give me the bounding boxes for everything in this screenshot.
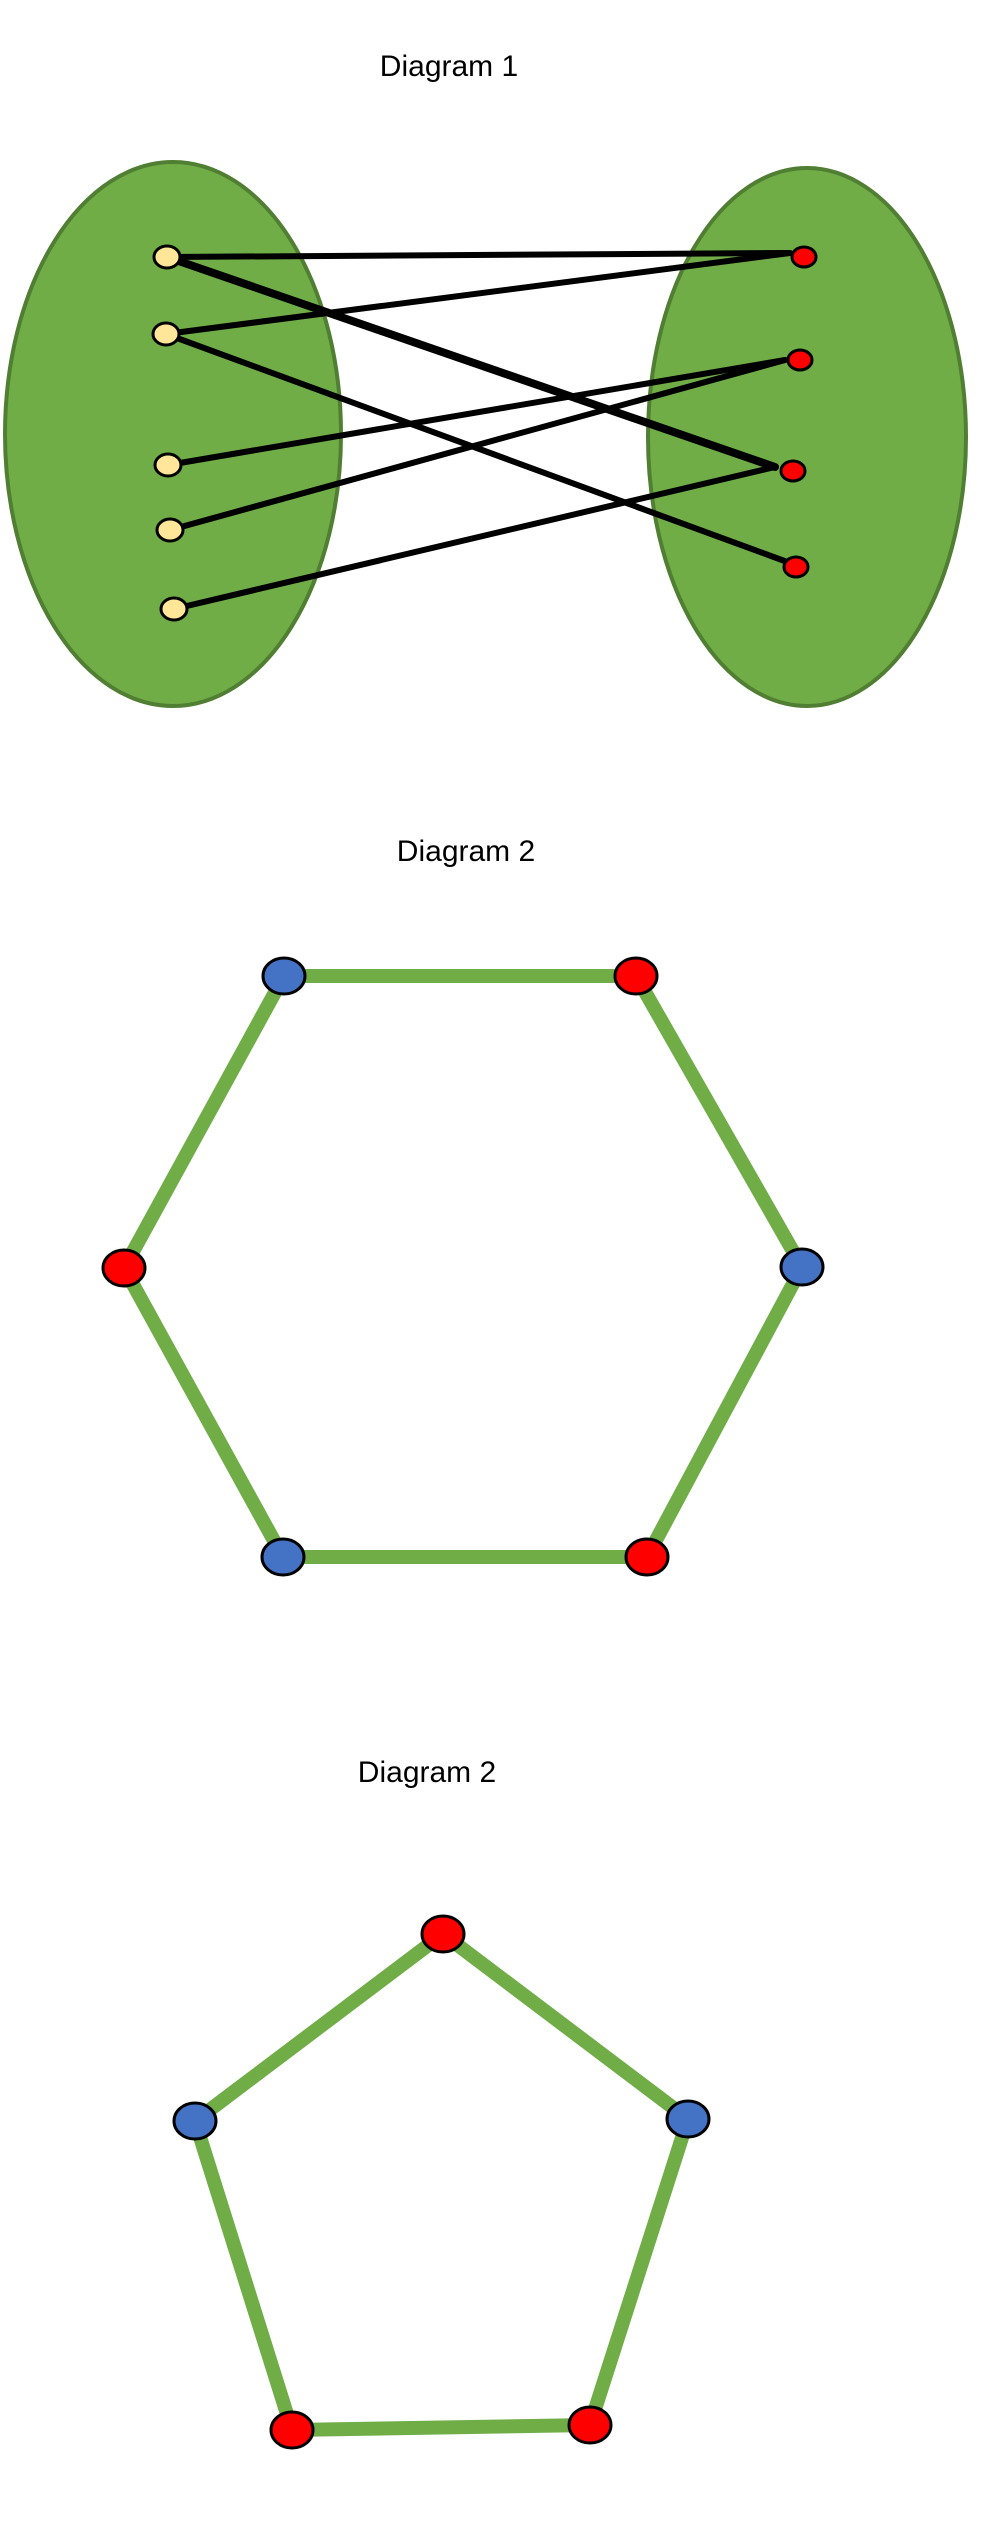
- pentagon-edge-1: [583, 2112, 695, 2432]
- right-vertex-r2: [786, 348, 814, 372]
- edge-l3-r2: [165, 357, 788, 468]
- hexagon-edge-5: [117, 969, 291, 1275]
- pentagon-vertex-0: [420, 1914, 466, 1954]
- pentagon-vertex-1: [665, 2099, 711, 2139]
- right-vertex-r1: [790, 245, 818, 269]
- hexagon-vertex-2: [779, 1247, 825, 1287]
- hexagon-vertex-1: [613, 956, 659, 996]
- diagram-2-title: Diagram 2: [396, 835, 536, 868]
- pentagon-edge-2: [285, 2418, 597, 2437]
- pentagon-vertex-3: [269, 2410, 315, 2450]
- hexagon-vertex-3: [624, 1537, 670, 1577]
- hexagon-vertex-5: [101, 1248, 147, 1288]
- left-set-ellipse: [3, 160, 343, 708]
- hexagon-vertex-0: [261, 956, 307, 996]
- left-vertex-l5: [159, 596, 189, 622]
- edge-l2-r1: [163, 250, 793, 337]
- hexagon-vertex-4: [260, 1537, 306, 1577]
- pentagon-vertex-4: [172, 2101, 218, 2141]
- pentagon-edge-4: [188, 1927, 450, 2128]
- pentagon-vertex-2: [567, 2405, 613, 2445]
- edge-l1-r1: [164, 250, 793, 260]
- diagram-3-title: Diagram 2: [357, 1756, 497, 1789]
- hexagon-edge-4: [117, 1261, 290, 1564]
- left-vertex-l4: [155, 517, 185, 543]
- pentagon-edge-0: [436, 1927, 695, 2126]
- pentagon-edge-3: [188, 2114, 299, 2437]
- left-vertex-l1: [152, 244, 182, 270]
- right-vertex-r4: [782, 555, 810, 579]
- hexagon-edge-2: [640, 1260, 809, 1564]
- left-vertex-l2: [151, 321, 181, 347]
- edge-l5-r3: [171, 464, 778, 612]
- right-vertex-r3: [779, 459, 807, 483]
- right-set-ellipse: [646, 166, 968, 708]
- edge-l1-r3: [163, 253, 779, 471]
- diagram-1-title: Diagram 1: [379, 50, 519, 83]
- edge-l2-r4: [163, 331, 793, 566]
- edge-l4-r2: [167, 357, 788, 533]
- left-vertex-l3: [153, 452, 183, 478]
- hexagon-edge-1: [629, 969, 809, 1274]
